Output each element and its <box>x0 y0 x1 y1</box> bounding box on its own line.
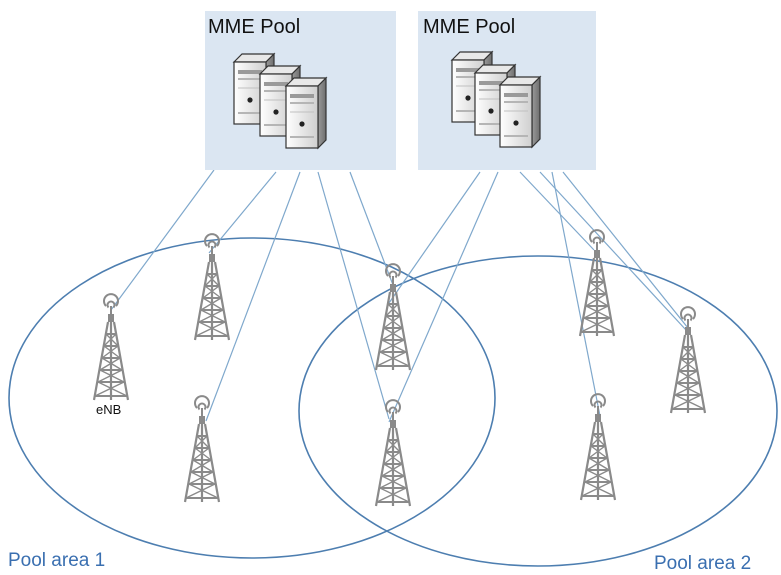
cell-tower-icon <box>193 233 231 342</box>
pool-area-2-label: Pool area 2 <box>654 553 751 574</box>
mme-pool-1-label: MME Pool <box>208 16 300 38</box>
pool-area-1-ellipse <box>8 237 496 559</box>
mme-pool-2-label: MME Pool <box>423 16 515 38</box>
cell-tower-icon <box>92 293 130 402</box>
mme-pool-1: MME Pool <box>205 11 396 170</box>
pool-area-2-ellipse <box>298 255 778 567</box>
cell-tower-icon <box>374 399 412 508</box>
enb-towers <box>92 229 707 508</box>
cell-tower-icon <box>669 306 707 415</box>
connection-lines <box>110 169 689 423</box>
cell-tower-icon <box>183 395 221 504</box>
enb-label: eNB <box>96 402 121 417</box>
mme-pool-2: MME Pool <box>418 11 596 170</box>
cell-tower-icon <box>579 393 617 502</box>
pool-area-1-label: Pool area 1 <box>8 550 105 571</box>
